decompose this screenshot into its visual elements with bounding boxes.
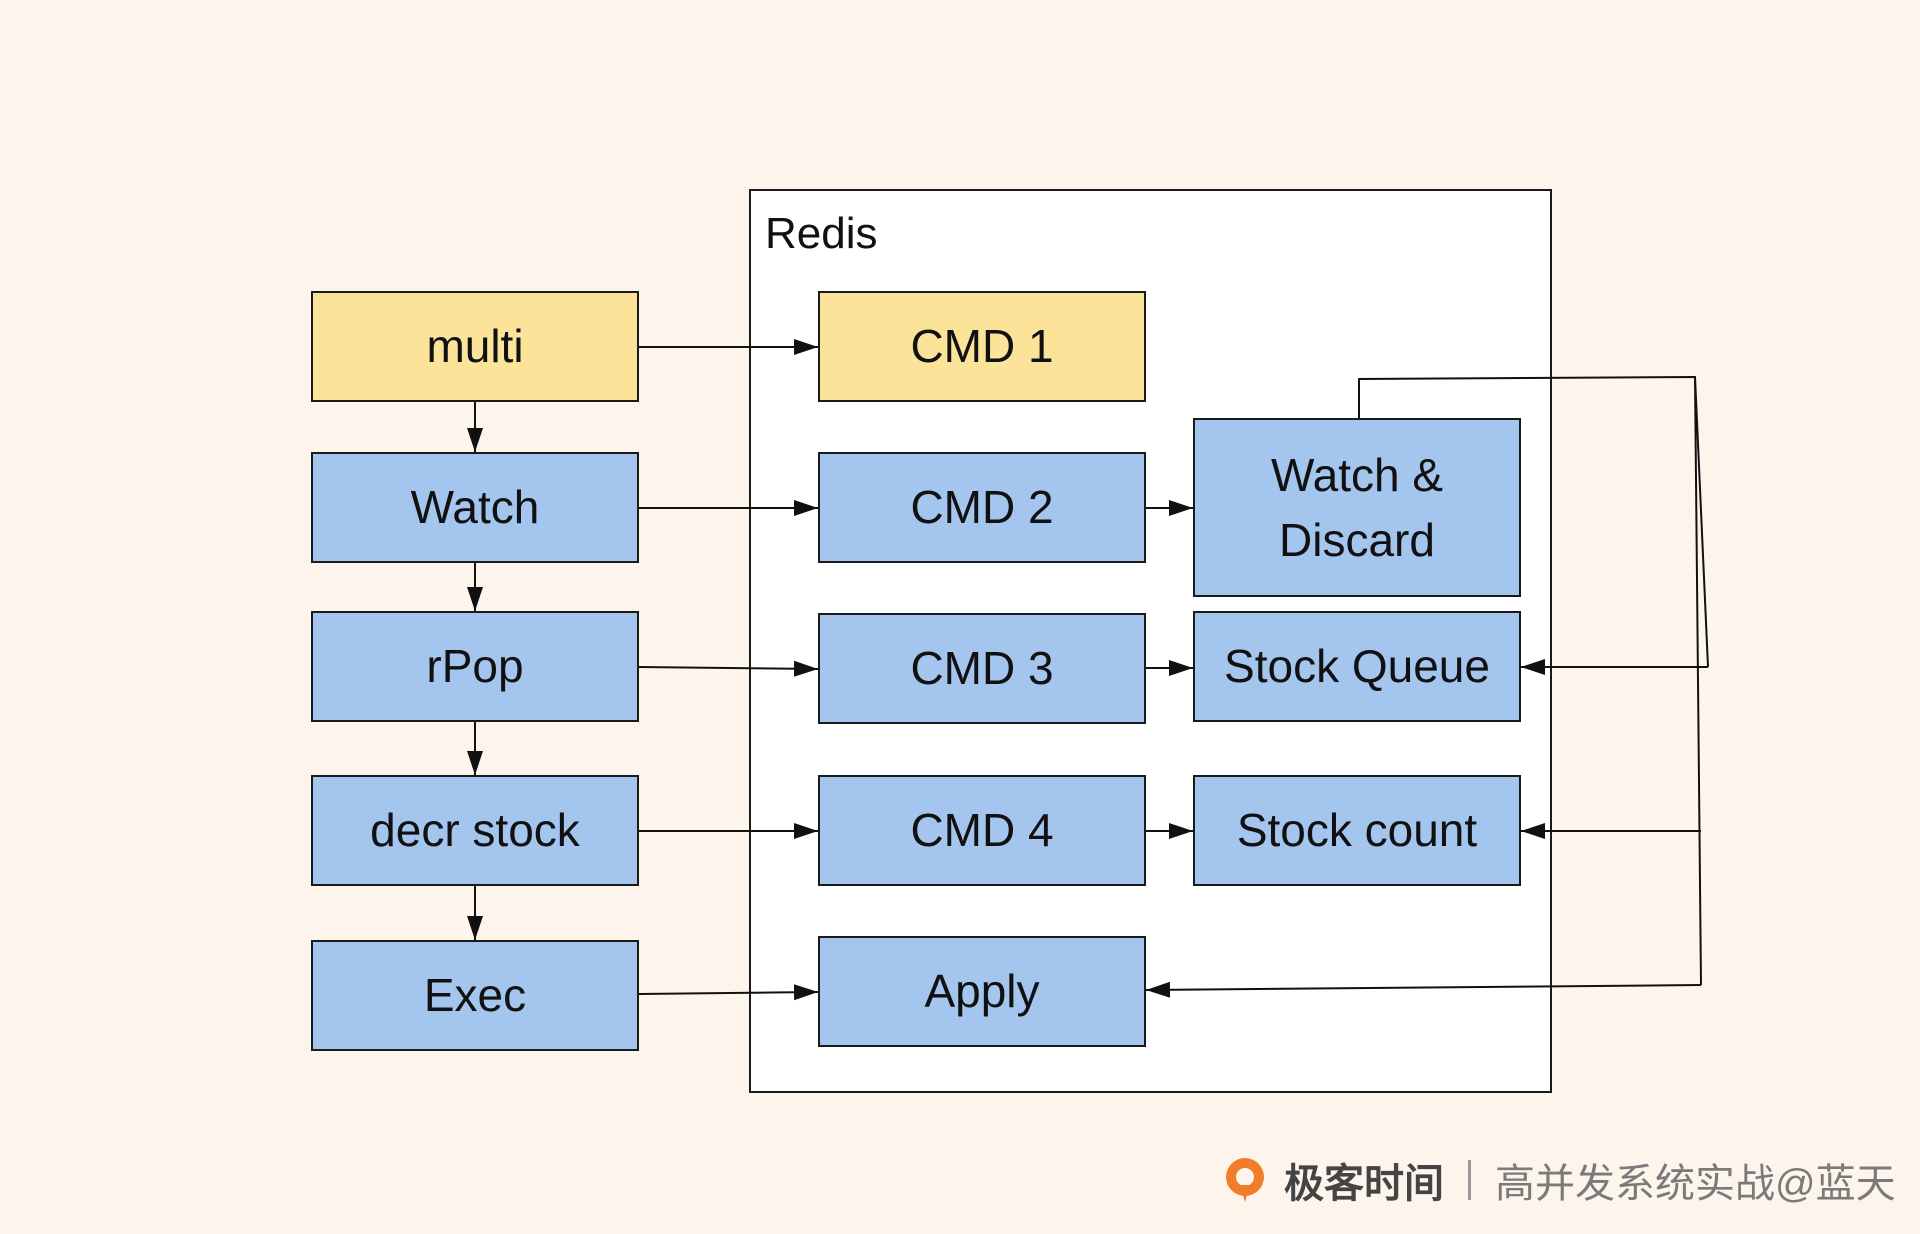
loop-watch-discard-out: [1358, 375, 1709, 668]
step-decr-stock: decr stock: [311, 775, 639, 886]
cmd-1: CMD 1: [818, 291, 1146, 402]
step-multi: multi: [311, 291, 639, 402]
cmd-3: CMD 3: [818, 613, 1146, 724]
step-watch: Watch: [311, 452, 639, 563]
footer-brand: 极客时间: [1284, 1162, 1444, 1206]
footer-separator: [1468, 1160, 1471, 1200]
step-exec: Exec: [311, 940, 639, 1051]
cmd-4: CMD 4: [818, 775, 1146, 886]
arrow-exec-to-apply: [638, 984, 819, 1001]
target-stock-count: Stock count: [1193, 775, 1521, 886]
loop-down-right: [1694, 376, 1702, 986]
geektime-logo-icon: [1226, 1158, 1264, 1202]
target-watch-discard: Watch & Discard: [1193, 418, 1521, 597]
redis-container-title: Redis: [765, 209, 878, 258]
cmd-2: CMD 2: [818, 452, 1146, 563]
cmd-apply: Apply: [818, 936, 1146, 1047]
arrow-rpop-to-cmd3: [638, 660, 819, 677]
watch-discard-line2: Discard: [1279, 513, 1435, 566]
footer-watermark: 极客时间 高并发系统实战@蓝天: [1220, 1150, 1900, 1210]
footer-subtitle: 高并发系统实战@蓝天: [1495, 1162, 1896, 1206]
target-stock-queue: Stock Queue: [1193, 611, 1521, 722]
arrow-loop-to-apply: [1145, 981, 1702, 998]
step-rpop: rPop: [311, 611, 639, 722]
watch-discard-line1: Watch &: [1270, 449, 1444, 502]
